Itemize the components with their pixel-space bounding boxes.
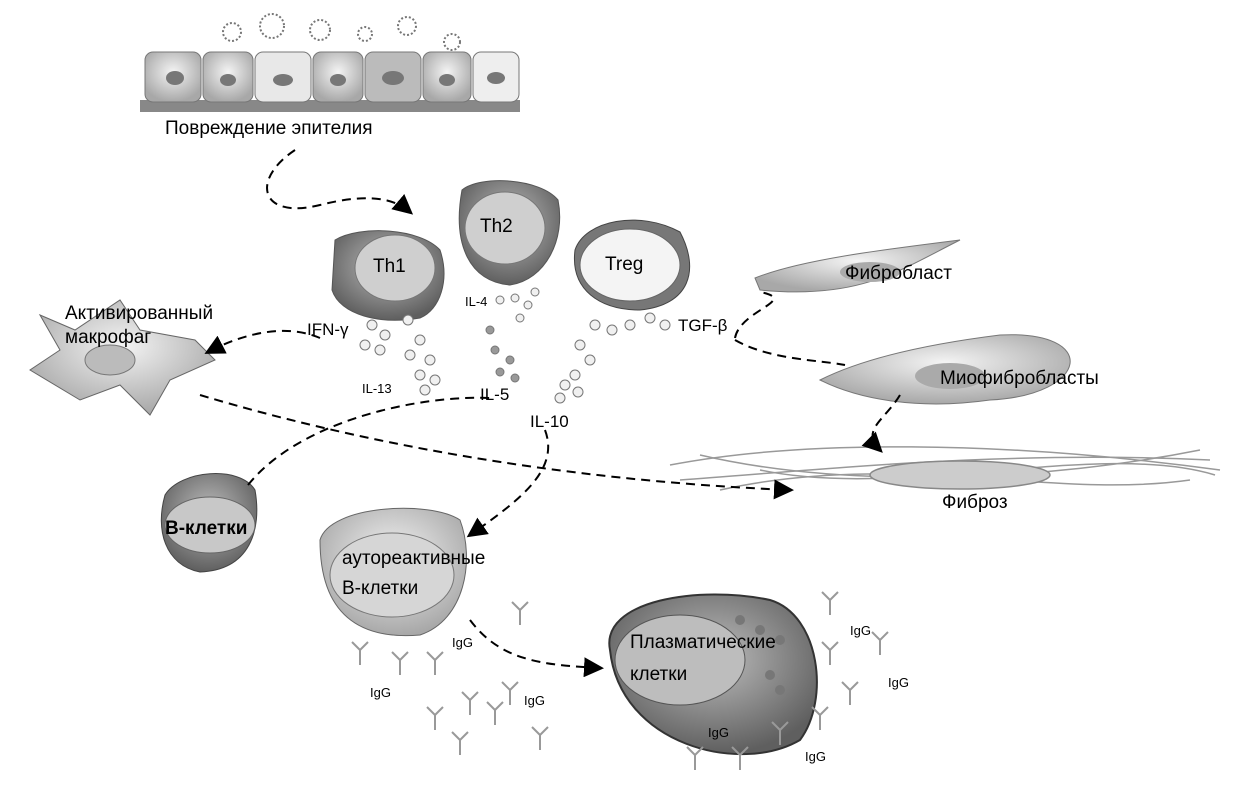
plasma-cells-label-line2: клетки — [630, 664, 688, 685]
macrophage-label-line1: Активированный — [65, 303, 214, 324]
autoreactive-label-line1: аутореактивные — [342, 548, 486, 569]
igg-label: IgG — [888, 675, 909, 690]
il10-label: IL-10 — [530, 412, 569, 431]
b-cells-label: B-клетки — [165, 518, 248, 539]
ifn-gamma-label: IFN-γ — [307, 320, 349, 339]
tgf-beta-label: TGF-β — [678, 316, 728, 335]
plasma-cells-label-line1: Плазматические — [630, 632, 776, 653]
macrophage-label-line2: макрофаг — [65, 327, 152, 348]
igg-label: IgG — [805, 749, 826, 764]
dashed-arrows — [199, 149, 901, 678]
fibroblast-label: Фибробласт — [845, 263, 952, 284]
igg-label: IgG — [708, 725, 729, 740]
treg-label: Treg — [605, 254, 644, 275]
antibody-glyphs — [351, 591, 889, 770]
treg-cell — [573, 219, 691, 311]
il4-label: IL-4 — [465, 294, 488, 309]
th2-label: Th2 — [480, 216, 513, 237]
fibrosis-fibers — [669, 446, 1221, 491]
epithelium-layer — [140, 13, 520, 112]
il13-label: IL-13 — [362, 381, 392, 396]
th1-label: Th1 — [373, 256, 406, 277]
autoreactive-b-cell — [319, 507, 467, 637]
il5-label: IL-5 — [480, 385, 510, 404]
epithelium-damage-label: Повреждение эпителия — [165, 118, 373, 139]
plasma-cell — [608, 593, 818, 756]
th1-cell — [331, 230, 445, 321]
cytokine-dots — [359, 287, 671, 404]
igg-label: IgG — [452, 635, 473, 650]
th2-cell — [458, 180, 561, 286]
b-cell — [160, 473, 258, 573]
myofibroblasts-label: Миофибробласты — [940, 368, 1099, 389]
fibrosis-label: Фиброз — [942, 492, 1008, 513]
autoreactive-label-line2: B-клетки — [342, 578, 419, 599]
igg-label: IgG — [524, 693, 545, 708]
igg-label: IgG — [850, 623, 871, 638]
igg-label: IgG — [370, 685, 391, 700]
